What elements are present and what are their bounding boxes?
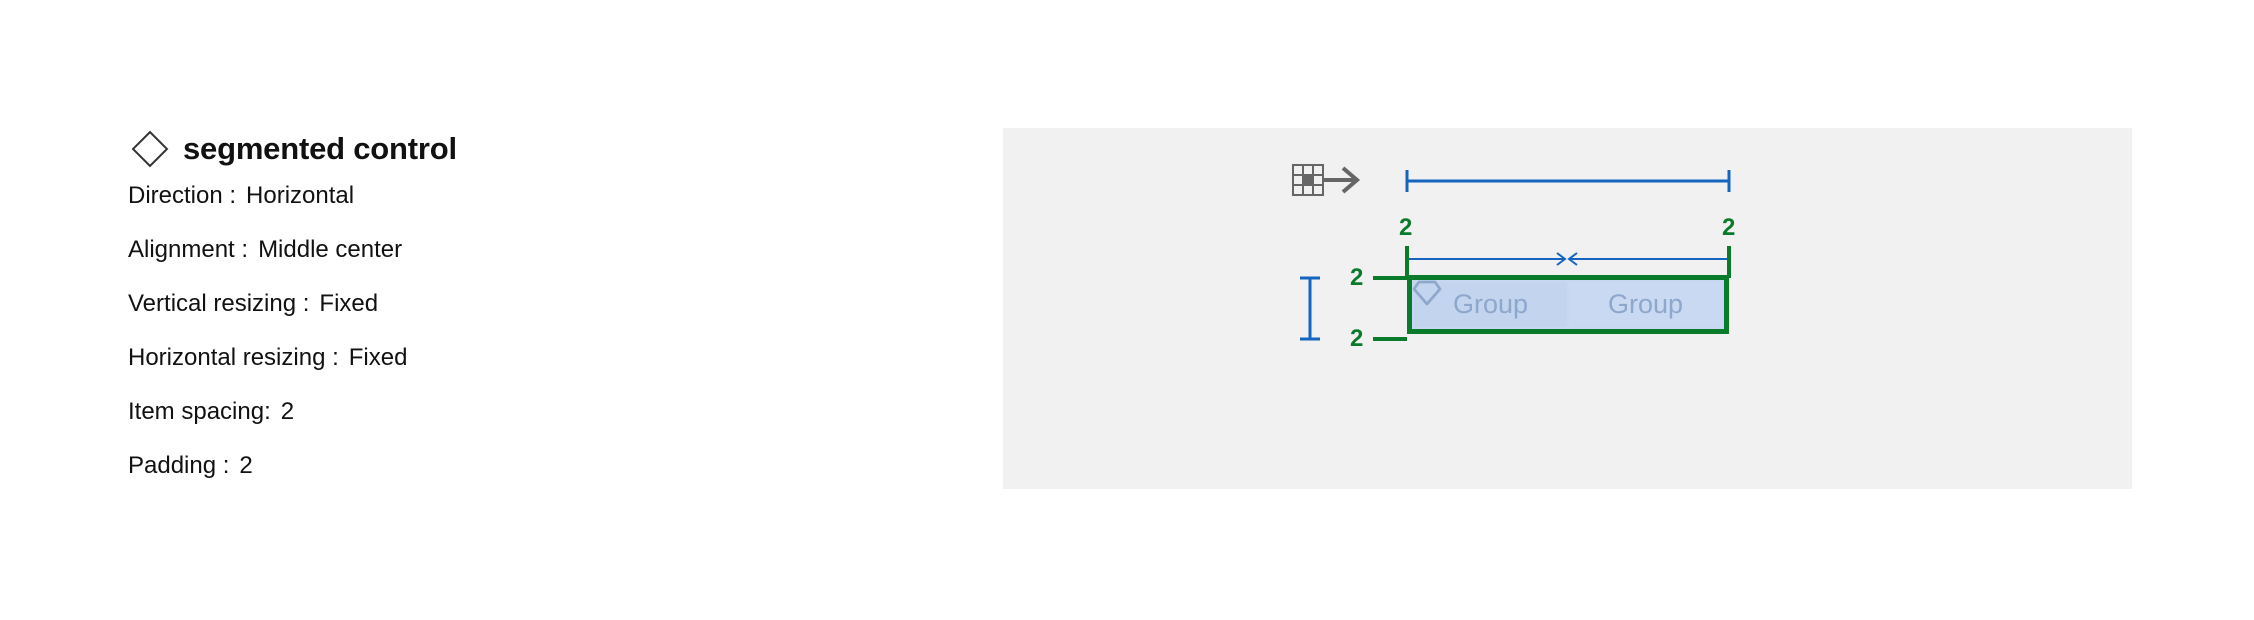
segmented-control[interactable]: Group Group <box>1407 275 1729 334</box>
fill-arrows <box>1409 252 1727 266</box>
spec-value: Middle center <box>258 236 403 263</box>
spec-value: 2 <box>280 398 295 425</box>
auto-layout-horizontal-icon <box>1292 164 1361 196</box>
segment-label: Group <box>1607 289 1684 319</box>
diamond-gem-icon <box>1412 280 1442 306</box>
padding-top-label: 2 <box>1350 264 1364 291</box>
segment-label: Group <box>1452 289 1529 319</box>
spec-value: Fixed <box>319 290 379 317</box>
spec-value: Fixed <box>348 344 408 371</box>
spec-row-item-spacing: Item spacing: 2 <box>128 388 457 442</box>
width-dimension-line <box>1405 170 1731 192</box>
diagram-panel: 2 2 2 2 Group Group <box>1003 128 2132 489</box>
component-title: segmented control <box>183 131 457 166</box>
padding-right-label: 2 <box>1722 214 1736 241</box>
padding-bottom-label: 2 <box>1350 325 1364 352</box>
spec-row-direction: Direction : Horizontal <box>128 172 457 226</box>
spec-key: Alignment : <box>128 236 249 263</box>
padding-left-label: 2 <box>1399 214 1413 241</box>
diagram-svg <box>1292 164 1731 341</box>
spec-key: Vertical resizing : <box>128 290 310 317</box>
spec-row-vertical-resizing: Vertical resizing : Fixed <box>128 280 457 334</box>
padding-markers <box>1373 246 1731 341</box>
spec-key: Direction : <box>128 182 237 209</box>
spec-panel: segmented control Direction : Horizontal… <box>128 126 457 496</box>
spec-key: Horizontal resizing : <box>128 344 339 371</box>
spec-key: Item spacing: <box>128 398 271 425</box>
spec-row-alignment: Alignment : Middle center <box>128 226 457 280</box>
spec-value: Horizontal <box>246 182 355 209</box>
component-diamond-icon <box>131 130 169 168</box>
spec-row-horizontal-resizing: Horizontal resizing : Fixed <box>128 334 457 388</box>
spec-key: Padding : <box>128 452 230 479</box>
spec-value: 2 <box>239 452 253 479</box>
spec-row-padding: Padding : 2 <box>128 442 457 496</box>
spec-title-row: segmented control <box>128 126 457 172</box>
height-dimension-line <box>1300 276 1320 341</box>
segment-item[interactable]: Group <box>1412 280 1722 327</box>
